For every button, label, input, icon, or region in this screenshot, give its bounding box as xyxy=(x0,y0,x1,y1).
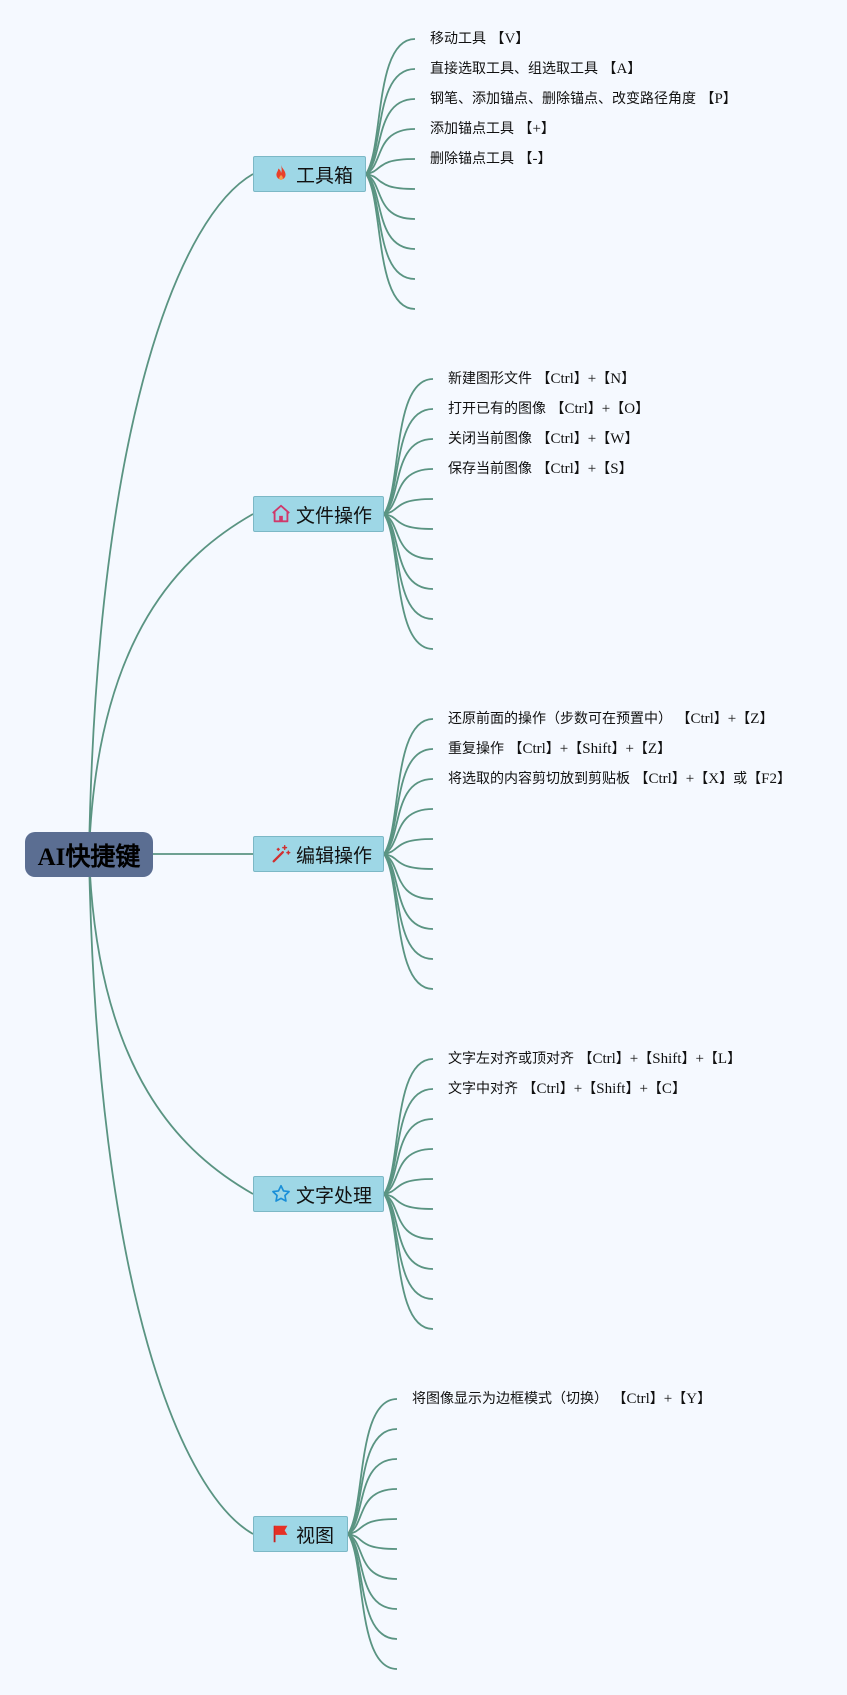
magic-wand-icon xyxy=(270,843,292,865)
shortcut-item[interactable]: 将选取的内容剪切放到剪贴板 【Ctrl】+【X】或【F2】 xyxy=(448,771,791,787)
shortcut-item[interactable]: 重复操作 【Ctrl】+【Shift】+【Z】 xyxy=(448,741,672,757)
leaf-connector xyxy=(365,38,416,175)
leaf-connector xyxy=(383,853,434,900)
leaf-connector xyxy=(383,513,434,560)
leaf-connector xyxy=(383,513,434,650)
leaf-connector xyxy=(365,128,416,175)
root-connector xyxy=(88,853,254,1195)
leaf-connector xyxy=(383,468,434,515)
branch-node[interactable]: 文件操作 xyxy=(253,496,384,532)
leaf-connector xyxy=(365,98,416,175)
branch-label: 编辑操作 xyxy=(296,844,373,867)
leaf-connector xyxy=(365,173,416,310)
leaf-connector xyxy=(383,378,434,515)
root-connector xyxy=(88,513,254,855)
leaf-connector xyxy=(383,853,434,990)
shortcut-item[interactable]: 将图像显示为边框模式（切换） 【Ctrl】+【Y】 xyxy=(412,1391,712,1407)
leaf-connector xyxy=(383,838,434,855)
shortcut-item[interactable]: 新建图形文件 【Ctrl】+【N】 xyxy=(448,371,636,387)
leaf-connector xyxy=(383,1088,434,1195)
branch-node[interactable]: 视图 xyxy=(253,1516,348,1552)
leaf-connector xyxy=(383,853,434,870)
leaf-connector xyxy=(347,1533,398,1670)
fire-icon xyxy=(270,163,292,185)
flag-icon xyxy=(270,1523,292,1545)
shortcut-item[interactable]: 钢笔、添加锚点、删除锚点、改变路径角度 【P】 xyxy=(430,91,737,107)
shortcut-item[interactable]: 关闭当前图像 【Ctrl】+【W】 xyxy=(448,431,639,447)
star-icon xyxy=(270,1183,292,1205)
leaf-connector xyxy=(383,808,434,855)
leaf-connector xyxy=(347,1533,398,1580)
leaf-connector xyxy=(383,1058,434,1195)
leaf-connector xyxy=(383,1193,434,1330)
leaf-connector xyxy=(365,173,416,220)
shortcut-item[interactable]: 直接选取工具、组选取工具 【A】 xyxy=(430,61,642,77)
leaf-connector xyxy=(347,1518,398,1535)
leaf-connector xyxy=(347,1398,398,1535)
leaf-connector xyxy=(347,1488,398,1535)
shortcut-item[interactable]: 保存当前图像 【Ctrl】+【S】 xyxy=(448,461,633,477)
leaf-connector xyxy=(383,748,434,855)
shortcut-item[interactable]: 文字中对齐 【Ctrl】+【Shift】+【C】 xyxy=(448,1081,686,1097)
leaf-connector xyxy=(347,1428,398,1535)
leaf-connector xyxy=(383,1193,434,1210)
shortcut-item[interactable]: 删除锚点工具 【-】 xyxy=(430,151,552,167)
branch-node[interactable]: 编辑操作 xyxy=(253,836,384,872)
branch-label: 文件操作 xyxy=(296,504,373,527)
branch-node[interactable]: 工具箱 xyxy=(253,156,366,192)
root-connector xyxy=(88,853,254,1535)
leaf-connector xyxy=(383,438,434,515)
leaf-connector xyxy=(383,718,434,855)
leaf-connector xyxy=(383,778,434,855)
root-node[interactable]: AI快捷键 xyxy=(25,832,153,877)
leaf-connector xyxy=(383,498,434,515)
branch-label: 视图 xyxy=(296,1524,335,1547)
leaf-connector xyxy=(383,1118,434,1195)
leaf-connector xyxy=(347,1458,398,1535)
leaf-connector xyxy=(383,1148,434,1195)
shortcut-item[interactable]: 移动工具 【V】 xyxy=(430,31,530,47)
leaf-connector xyxy=(383,408,434,515)
shortcut-item[interactable]: 添加锚点工具 【+】 xyxy=(430,121,555,137)
root-connector xyxy=(88,173,254,855)
shortcut-item[interactable]: 还原前面的操作（步数可在预置中） 【Ctrl】+【Z】 xyxy=(448,711,774,727)
branch-label: 工具箱 xyxy=(296,164,354,187)
leaf-connector xyxy=(383,1178,434,1195)
leaf-connector xyxy=(365,68,416,175)
leaf-connector xyxy=(383,513,434,530)
leaf-connector xyxy=(347,1533,398,1550)
home-icon xyxy=(270,503,292,525)
branch-label: 文字处理 xyxy=(296,1184,373,1207)
leaf-connector xyxy=(365,173,416,190)
leaf-connector xyxy=(383,1193,434,1240)
branch-node[interactable]: 文字处理 xyxy=(253,1176,384,1212)
shortcut-item[interactable]: 打开已有的图像 【Ctrl】+【O】 xyxy=(448,401,650,417)
shortcut-item[interactable]: 文字左对齐或顶对齐 【Ctrl】+【Shift】+【L】 xyxy=(448,1051,742,1067)
leaf-connector xyxy=(365,158,416,175)
